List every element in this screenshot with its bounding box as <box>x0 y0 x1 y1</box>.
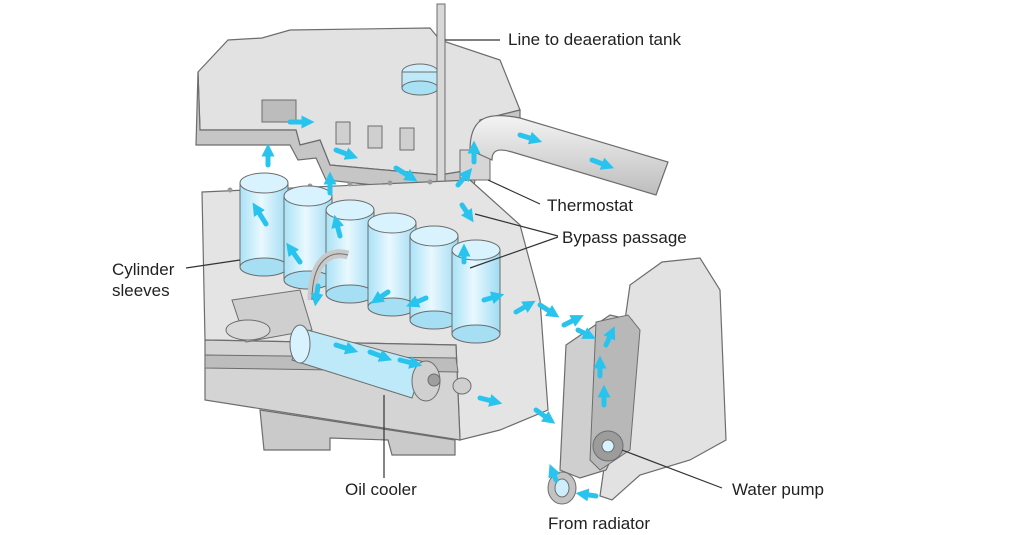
flow-arrow <box>517 131 543 145</box>
flow-arrow <box>561 315 584 328</box>
cylinder-head <box>195 27 521 193</box>
flow-arrow <box>252 202 269 227</box>
water-pump <box>547 257 727 505</box>
flow-arrow <box>533 407 556 424</box>
flow-arrow <box>455 168 473 188</box>
label-cylinder-line1: Cylinder <box>112 260 175 279</box>
flow-arrow <box>589 157 615 170</box>
flow-arrow <box>370 289 391 304</box>
deaeration-line <box>436 3 446 191</box>
cylinder-sleeve-6 <box>451 239 501 344</box>
flow-arrow <box>575 327 596 339</box>
leader-lines <box>185 39 723 489</box>
flow-arrow <box>513 300 536 315</box>
flow-arrow <box>367 349 393 362</box>
leader-bypass-b <box>469 236 559 269</box>
flow-arrow <box>459 202 474 223</box>
leader-water-pump <box>621 449 723 489</box>
flow-arrow <box>575 488 599 502</box>
flow-arrow <box>333 147 359 160</box>
flow-arrow <box>603 326 616 348</box>
flow-arrow <box>393 165 418 182</box>
label-deaeration-tank: Line to deaeration tank <box>508 30 681 49</box>
flow-arrow <box>286 242 303 265</box>
leader-bypass-a <box>474 213 559 237</box>
coolant-flow-arrows <box>252 115 616 502</box>
leader-cylinder <box>185 259 241 269</box>
label-oil-cooler: Oil cooler <box>345 480 417 499</box>
cylinder-sleeve-2 <box>283 185 333 290</box>
cylinder-sleeve-5 <box>409 225 459 330</box>
flow-arrow <box>406 295 429 308</box>
flow-arrow <box>333 341 359 355</box>
label-thermostat: Thermostat <box>547 196 633 215</box>
cylinder-sleeve-4 <box>367 212 417 317</box>
flow-arrow <box>397 356 423 369</box>
flow-arrow <box>477 394 503 407</box>
leader-thermostat <box>487 179 541 205</box>
label-water-pump: Water pump <box>732 480 824 499</box>
flow-arrow <box>310 283 324 307</box>
label-cylinder-line2: sleeves <box>112 281 170 300</box>
flow-arrow <box>548 463 561 483</box>
flow-arrow <box>481 291 505 305</box>
label-from-radiator: From radiator <box>548 514 651 533</box>
flow-arrow <box>331 214 344 239</box>
label-cylinder-sleeves: Cylinder sleeves <box>112 259 174 301</box>
flow-arrow <box>537 302 560 318</box>
label-bypass-passage: Bypass passage <box>562 228 687 247</box>
outlet-pipe <box>469 115 669 196</box>
